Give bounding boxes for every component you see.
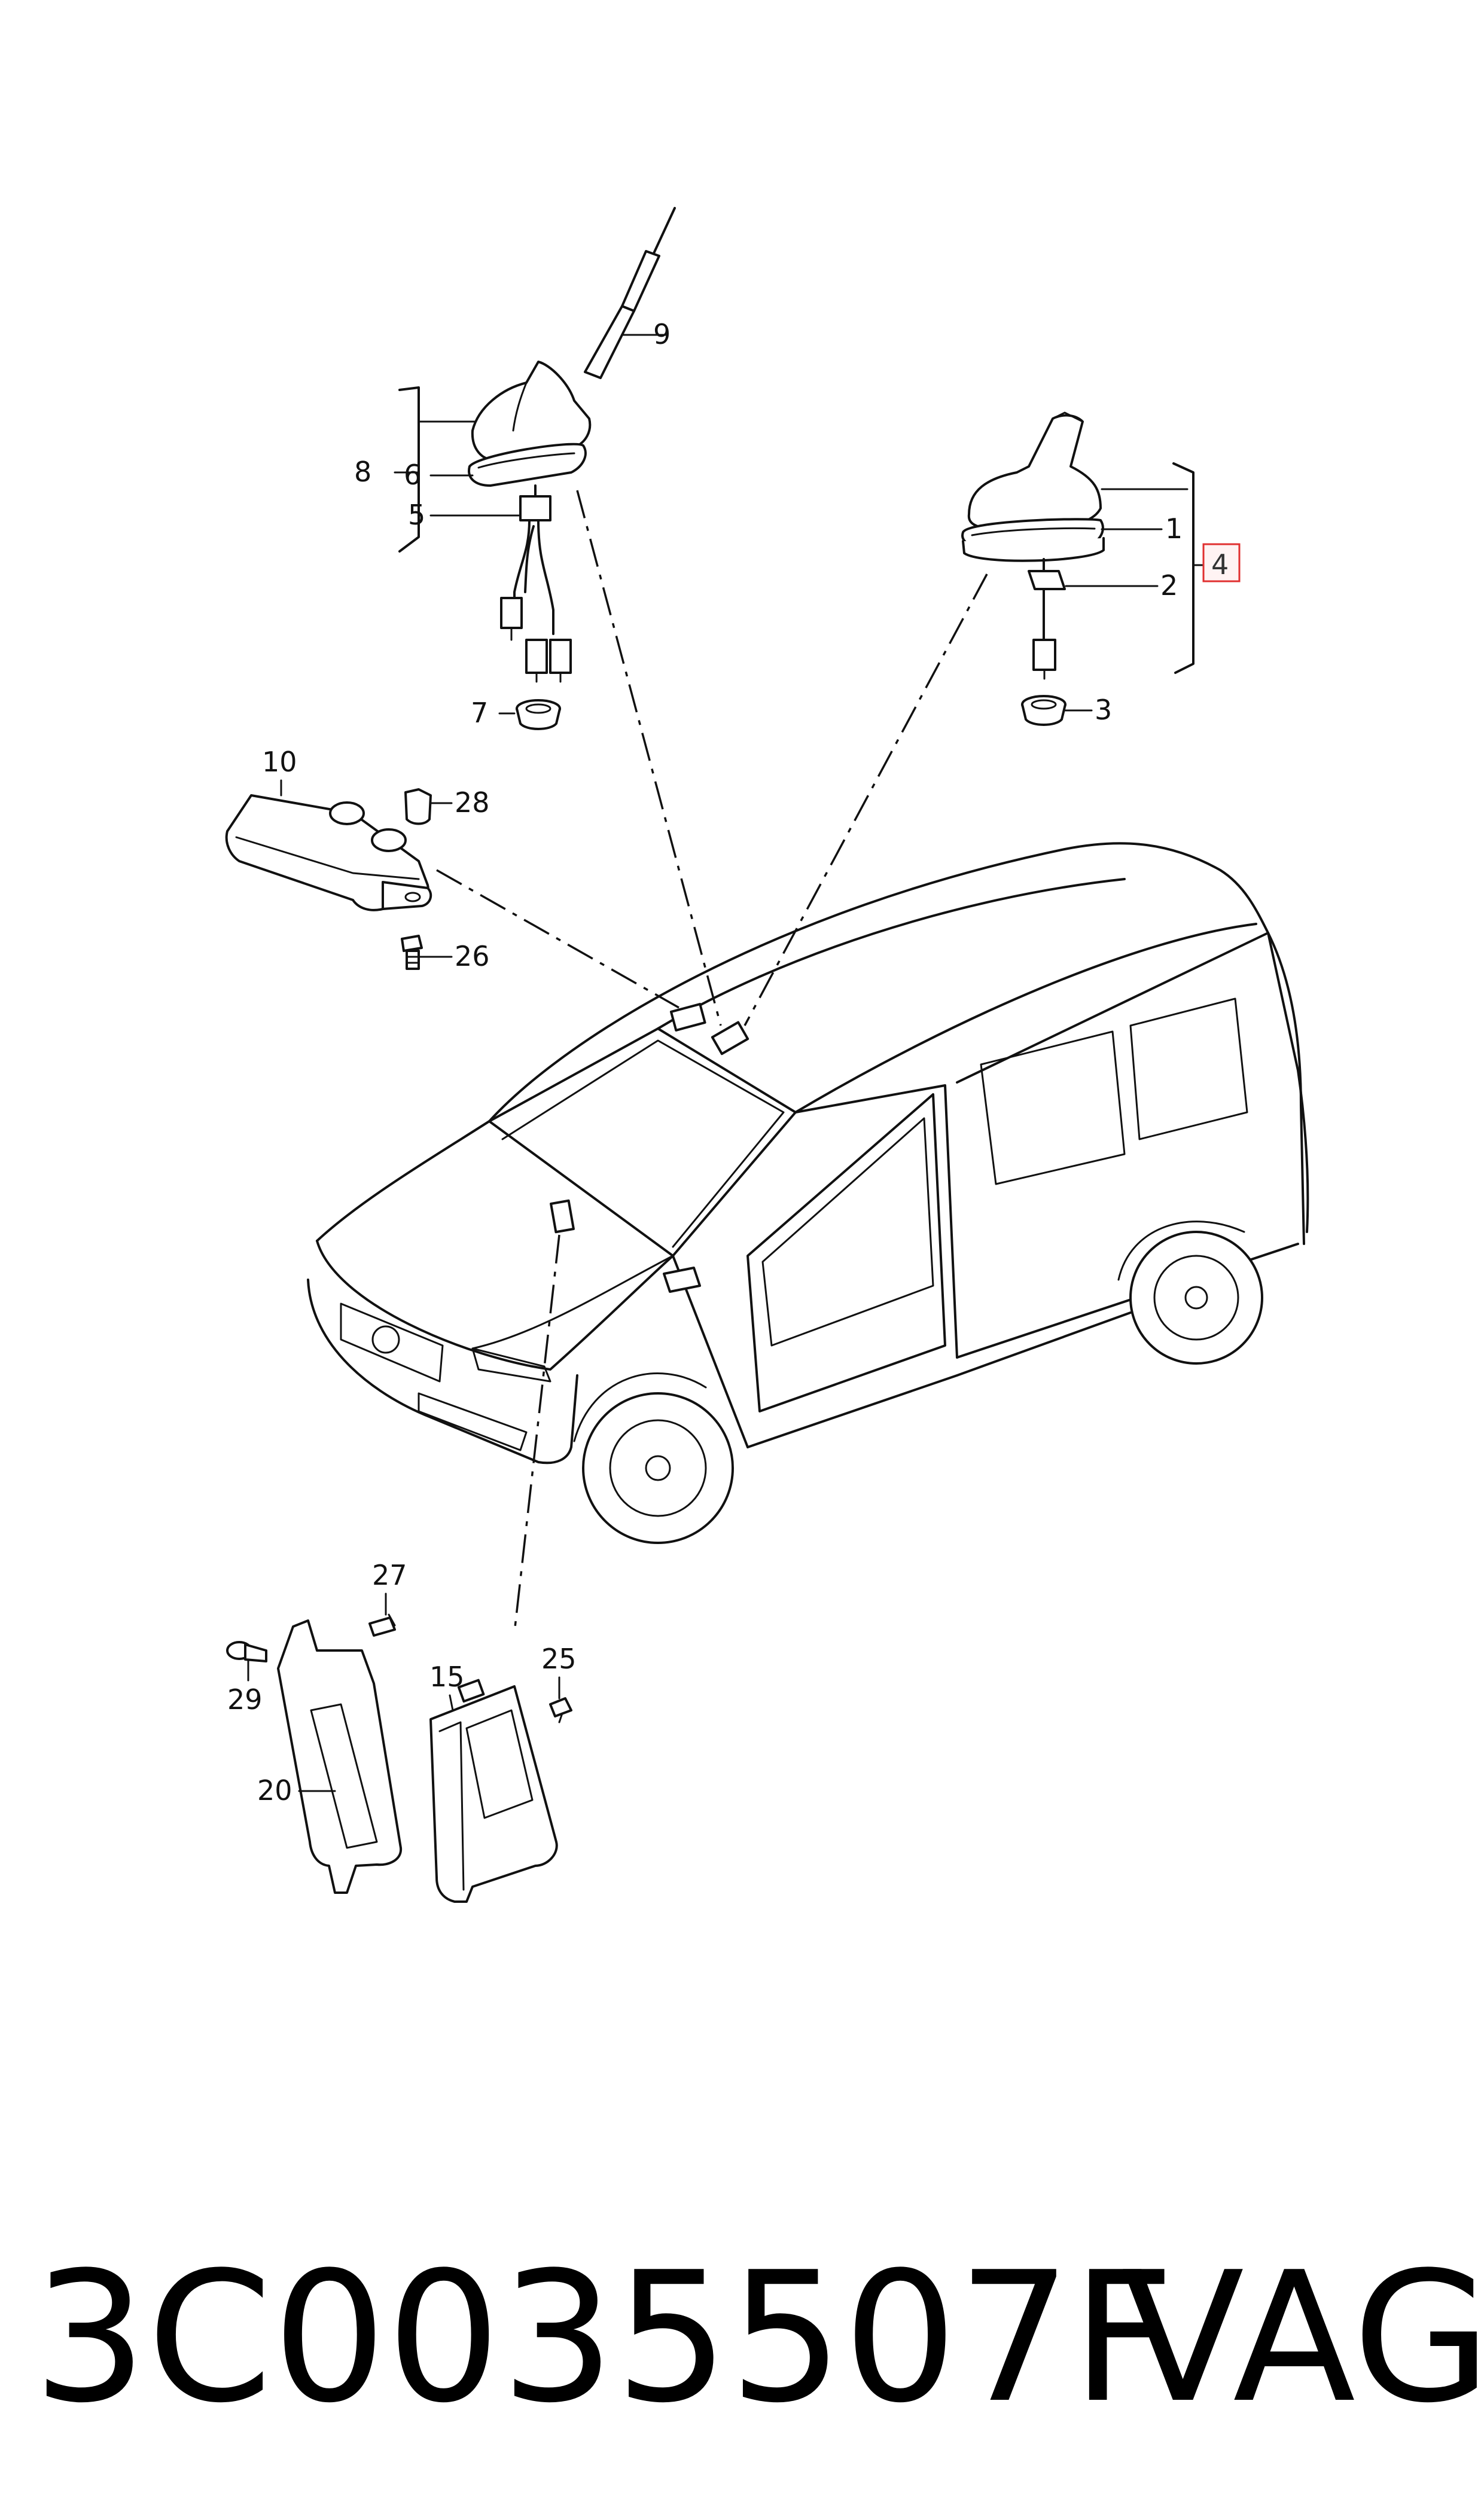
antenna-rod [584,207,676,379]
label-leaders [247,334,1189,1792]
control-unit-bracket [226,1613,572,1903]
label-10: 10 [262,746,297,778]
label-15: 15 [429,1661,465,1693]
label-5: 5 [408,499,425,531]
label-1: 1 [1165,512,1183,545]
roof-antenna-assembly-left [398,361,592,730]
label-8: 8 [354,456,371,488]
label-27: 27 [372,1559,407,1591]
part-labels: 9 8 6 5 7 1 4 2 3 10 28 26 27 29 20 15 2… [227,318,1229,1807]
assembly-leader-lines [436,490,988,1633]
label-3: 3 [1095,694,1112,726]
caption: 3C0035507F VAG [0,2213,1484,2464]
label-25: 25 [541,1643,577,1675]
part-number: 3C0035507F [33,2234,1175,2442]
label-28: 28 [455,786,490,819]
label-29: 29 [227,1683,263,1716]
label-20: 20 [257,1774,292,1807]
antenna-amplifier [225,788,432,970]
label-7: 7 [471,697,488,729]
label-26: 26 [455,940,490,972]
label-4: 4 [1211,548,1229,581]
label-6: 6 [404,459,421,491]
label-9: 9 [653,318,671,350]
van-outline [307,842,1309,1544]
label-2: 2 [1160,569,1178,602]
roof-antenna-assembly-right [961,411,1241,726]
brand-name: VAG [1122,2234,1484,2442]
